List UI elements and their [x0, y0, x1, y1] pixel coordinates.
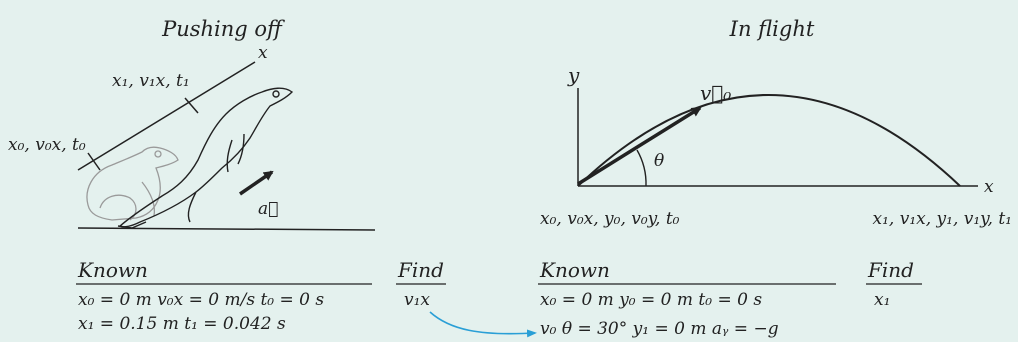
- known-header-left: Known: [77, 258, 148, 282]
- label-point0: x₀, v₀x, t₀: [8, 135, 86, 155]
- label-point1: x₁, v₁x, t₁: [112, 71, 190, 91]
- tick-point0: [88, 153, 100, 170]
- right-y-axis-label: y: [567, 63, 580, 87]
- known-line-left-2: x₁ = 0.15 m t₁ = 0.042 s: [78, 314, 286, 334]
- known-line-right-2: v₀ θ = 30° y₁ = 0 m aᵧ = −g: [540, 319, 779, 339]
- find-value-left: v₁x: [404, 290, 430, 310]
- acceleration-arrow: [240, 172, 272, 194]
- end-point-label: x₁, v₁x, y₁, v₁y, t₁: [873, 209, 1012, 229]
- frog-crouched-illustration: [87, 147, 178, 220]
- known-line-left-1: x₀ = 0 m v₀x = 0 m/s t₀ = 0 s: [78, 290, 324, 310]
- trajectory-curve: [578, 95, 960, 186]
- start-point-label: x₀, v₀x, y₀, v₀y, t₀: [540, 209, 680, 229]
- known-line-right-1: x₀ = 0 m y₀ = 0 m t₀ = 0 s: [540, 290, 762, 310]
- acceleration-label: a⃗: [258, 199, 278, 219]
- right-known-find-table: Known x₀ = 0 m y₀ = 0 m t₀ = 0 s v₀ θ = …: [538, 258, 922, 339]
- velocity-vector-label: v⃗₀: [700, 81, 731, 105]
- right-x-axis-label: x: [984, 177, 994, 197]
- find-header-left: Find: [397, 258, 444, 282]
- right-title: In flight: [729, 17, 815, 41]
- ground-line: [78, 228, 375, 230]
- velocity-vector-arrow: [578, 108, 700, 184]
- find-header-right: Find: [867, 258, 914, 282]
- link-arrow: [430, 312, 535, 334]
- angle-arc: [637, 150, 646, 186]
- find-value-right: x₁: [874, 290, 890, 310]
- angle-label: θ: [654, 151, 664, 171]
- left-title: Pushing off: [161, 17, 285, 41]
- left-x-axis-label: x: [258, 43, 268, 63]
- left-known-find-table: Known x₀ = 0 m v₀x = 0 m/s t₀ = 0 s x₁ =…: [76, 258, 446, 334]
- known-header-right: Known: [539, 258, 610, 282]
